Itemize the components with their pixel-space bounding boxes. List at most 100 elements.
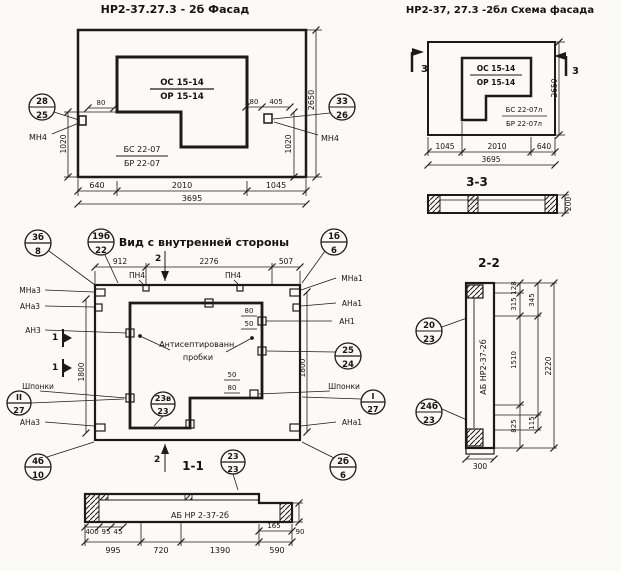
schema-panel-mark-bottom: БР 22-07л — [506, 120, 542, 128]
dim-400: 400 — [85, 528, 98, 536]
callout-25-24-num: 25 — [342, 346, 354, 356]
dim-1390: 1390 — [210, 546, 230, 555]
callout-20-num: 20 — [423, 321, 435, 331]
schema-opening-outline — [460, 56, 533, 122]
section-3-marks — [410, 48, 568, 76]
dim-3695-facade: 3695 — [182, 194, 202, 203]
callout-1b-den: 6 — [331, 246, 337, 256]
dim-2010-schema: 2010 — [487, 142, 506, 151]
dim-50-top: 50 — [245, 320, 254, 328]
label-ana1-top: АНа1 — [342, 299, 362, 308]
section-1-1-dims — [80, 498, 304, 547]
dim-50-bottom: 50 — [228, 371, 237, 379]
label-an1: АН1 — [339, 317, 355, 326]
dim-912: 912 — [113, 257, 128, 266]
schema-window-mark-top: ОС 15-14 — [477, 64, 515, 73]
label-ana3-bottom: АНа3 — [20, 418, 40, 427]
callout-23-23-den: 23 — [227, 465, 238, 474]
section-2-2: 2-2 АБ НР2-37-2б 20 23 24б 23 128 315 15… — [415, 256, 559, 471]
dim-165: 165 — [267, 522, 280, 530]
dim-115: 115 — [528, 416, 536, 429]
dim-128: 128 — [510, 281, 518, 294]
dim-345: 345 — [528, 293, 536, 306]
label-shponki-right: Шпонки — [328, 382, 360, 391]
dim-1045-schema: 1045 — [435, 142, 454, 151]
dim-80-right: 80 — [250, 98, 259, 106]
plan-3-3 — [427, 190, 570, 218]
callout-II-num: II — [16, 393, 22, 402]
dim-3695-schema: 3695 — [481, 155, 500, 164]
dim-80-left: 80 — [97, 99, 106, 107]
mark-sec1-a: 1 — [52, 333, 58, 343]
schema-panel-outline — [427, 41, 556, 136]
callout-26: 26 — [336, 111, 348, 121]
dim-80-top: 80 — [245, 307, 254, 315]
callout-25-24-den: 24 — [342, 360, 354, 370]
callout-19b-den: 22 — [95, 246, 107, 256]
callout-4b-den: 10 — [32, 471, 44, 481]
label-shponki-left: Шпонки — [22, 382, 54, 391]
callout-24b-den: 23 — [423, 416, 435, 426]
section-1-1-label: АБ НР 2-37-2б — [171, 511, 229, 520]
inner-view-title: Вид с внутренней стороны — [119, 236, 289, 249]
callout-33: 33 — [336, 97, 348, 107]
callout-3b-num: 3б — [32, 232, 44, 243]
dim-300: 300 — [473, 462, 488, 471]
callout-24b-num: 24б — [420, 401, 438, 412]
dim-995: 995 — [105, 546, 120, 555]
section-1-1: 1-1 АБ НР 2-37-2б 400 95 45 995 720 1390… — [80, 459, 304, 555]
facade-schema: НР2-37, 27.3 -2бл Схема фасада 3 3 ОС 15… — [406, 4, 594, 218]
label-an3: АН3 — [25, 326, 41, 335]
callout-4b-num: 4б — [32, 456, 44, 467]
dim-2220: 2220 — [544, 356, 553, 375]
section-1-1-title: 1-1 — [182, 459, 204, 473]
inner-panel-outline — [93, 283, 302, 442]
mark-sec1-b: 1 — [52, 363, 58, 373]
callout-2b-num: 2б — [337, 456, 349, 467]
dim-315: 315 — [510, 297, 518, 310]
dim-200: 200 — [564, 197, 573, 212]
dim-95: 95 — [102, 528, 111, 536]
mn4-label-left: МН4 — [29, 133, 47, 142]
dim-590: 590 — [269, 546, 284, 555]
dim-1020-right: 1020 — [284, 134, 293, 153]
section-mark-3-left: 3 — [421, 64, 428, 75]
section-2-2-dims — [461, 278, 559, 464]
callout-1b-num: 1б — [328, 231, 340, 242]
callout-19b-num: 19б — [92, 231, 110, 242]
schema-window-mark-bottom: ОР 15-14 — [477, 78, 515, 87]
note-antiseptic-2: пробки — [183, 353, 213, 362]
facade-vertical-dims — [63, 25, 322, 182]
facade-panel-outline — [76, 28, 308, 179]
label-ana3-top: АНа3 — [20, 302, 40, 311]
mn4-anchor-right — [263, 113, 273, 124]
facade-bottom-dims — [73, 179, 311, 209]
facade-opening-outline — [115, 55, 249, 149]
callout-25: 25 — [36, 111, 48, 121]
dim-405: 405 — [269, 98, 282, 106]
dim-1800-right: 1800 — [298, 358, 307, 377]
inner-opening-outline — [128, 301, 264, 430]
callout-I-num: I — [372, 392, 375, 401]
inner-dims — [81, 262, 312, 438]
mark-sec2-bottom: 2 — [154, 455, 160, 465]
dim-2276: 2276 — [199, 257, 218, 266]
dim-825: 825 — [510, 419, 518, 432]
dim-1020-left: 1020 — [59, 134, 68, 153]
plan-3-3-title: 3-3 — [466, 175, 488, 189]
callout-23v-den: 23 — [157, 407, 168, 416]
facade-window-mark-top: ОС 15-14 — [160, 78, 204, 88]
section-2-2-label: АБ НР2-37-2б — [479, 339, 488, 394]
callout-3b-den: 8 — [35, 247, 41, 257]
dim-80-bottom: 80 — [228, 384, 237, 392]
schema-dims — [423, 37, 565, 170]
facade-panel-mark-top: БС 22-07 — [124, 145, 161, 154]
mn4-anchor-left — [78, 115, 87, 126]
dim-640: 640 — [89, 181, 104, 190]
callout-20-den: 23 — [423, 335, 435, 345]
facade-view: НР2-37.27.3 - 2б Фасад ОС 15-14 ОР 15-14… — [28, 3, 356, 209]
note-antiseptic-1: Антисептированн. — [159, 340, 237, 349]
callout-23v-num: 23в — [155, 394, 171, 403]
schema-title: НР2-37, 27.3 -2бл Схема фасада — [406, 4, 594, 16]
